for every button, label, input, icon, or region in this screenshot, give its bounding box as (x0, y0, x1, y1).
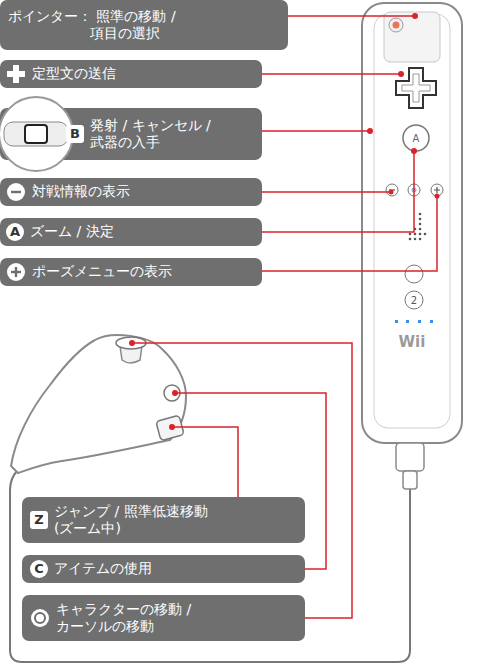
two-button (405, 291, 423, 309)
button-letter: Z (30, 511, 48, 529)
path-shape (262, 73, 401, 75)
wii-remote (362, 3, 462, 489)
circle-shape (389, 190, 394, 195)
b-trigger-inset (0, 94, 76, 174)
circle-shape (424, 233, 427, 236)
label-box: Z ジャンプ / 照準低速移動(ズーム中) (22, 497, 305, 543)
circle-shape (419, 228, 422, 231)
power-button (389, 18, 403, 32)
label-box: B 発射 / キャンセル / 武器の入手 (0, 108, 262, 160)
circle-shape (409, 233, 412, 236)
circle-shape (129, 340, 135, 346)
circle-shape (409, 238, 412, 241)
label-box: 定型文の送信 (0, 60, 262, 88)
button-letter: C (30, 560, 48, 578)
remote-body (362, 3, 462, 443)
circle-shape (419, 213, 422, 216)
power-mark (393, 22, 400, 29)
dpad-glyph (7, 65, 25, 83)
a-button (403, 125, 429, 151)
path-shape (288, 15, 415, 17)
cord (10, 470, 410, 662)
label-text: キャラクターの移動 / カーソルの移動 (56, 601, 256, 636)
label-text: 発射 / キャンセル / 武器の入手 (90, 117, 254, 152)
part-label: A (413, 133, 420, 144)
plus-mark (434, 187, 440, 193)
dpad-icon (6, 64, 26, 84)
label-text: ポーズメニューの表示 (32, 263, 172, 281)
stick-glyph (31, 609, 49, 627)
stick-ring (35, 613, 45, 623)
circle-shape (419, 218, 422, 221)
b-trigger (25, 125, 47, 143)
top-panel (384, 12, 440, 62)
rect-shape (430, 320, 433, 323)
label-text: 対戦情報の表示 (32, 183, 130, 201)
circle-shape (367, 128, 373, 134)
button-letter: A (6, 223, 24, 241)
dpad (396, 68, 436, 108)
stick-icon (30, 608, 50, 628)
rect-shape (395, 320, 398, 323)
label-box: A ズーム / 決定 (0, 218, 262, 246)
part-label: 2 (411, 295, 417, 306)
nunchuk-body (11, 335, 186, 473)
button-glyph (7, 183, 25, 201)
path-shape (262, 130, 370, 132)
circle-shape (169, 424, 175, 430)
plus-icon (6, 262, 26, 282)
part-label: Wii (399, 333, 426, 351)
label-text: 定型文の送信 (32, 65, 116, 83)
connector-plug (403, 471, 417, 489)
label-text: ジャンプ / 照準低速移動(ズーム中) (54, 503, 254, 538)
button-letter: B (66, 125, 84, 143)
nunchuk (11, 335, 186, 473)
remote-side (4, 122, 68, 146)
circle-shape (398, 71, 404, 77)
rect-shape (418, 320, 421, 323)
circle-shape (414, 238, 417, 241)
inset-circle (0, 97, 73, 171)
minus-icon (6, 182, 26, 202)
one-button (405, 265, 423, 283)
label-box: C アイテムの使用 (22, 555, 305, 583)
path-shape (262, 151, 414, 232)
label-box: ポーズメニューの表示 (0, 258, 262, 286)
path-shape (262, 196, 437, 271)
circle-shape (411, 148, 417, 154)
minus-button (386, 184, 398, 196)
circle-shape (414, 233, 417, 236)
button-sign (11, 191, 21, 193)
path-shape (262, 191, 391, 193)
player-leds (395, 320, 433, 323)
label-text: ポインター： 照準の移動 / 項目の選択 (8, 8, 208, 43)
dpad-inner (402, 74, 430, 102)
speaker-dots (409, 213, 427, 241)
circle-shape (419, 233, 422, 236)
circle-shape (172, 390, 178, 396)
connector (396, 443, 424, 471)
label-text: アイテムの使用 (54, 560, 152, 578)
button-glyph (7, 263, 25, 281)
circle-shape (419, 223, 422, 226)
label-text: ズーム / 決定 (30, 223, 114, 241)
label-box: キャラクターの移動 / カーソルの移動 (22, 595, 305, 641)
c-button (164, 385, 180, 401)
label-box: 対戦情報の表示 (0, 178, 262, 206)
label-box: ポインター： 照準の移動 / 項目の選択 (0, 0, 288, 50)
circle-shape (435, 194, 440, 199)
z-trigger (156, 415, 184, 441)
button-sign (11, 267, 21, 277)
rect-shape (406, 320, 409, 323)
circle-shape (412, 13, 418, 19)
circle-shape (419, 238, 422, 241)
remote-jacket (374, 14, 450, 428)
path-shape (172, 427, 238, 497)
